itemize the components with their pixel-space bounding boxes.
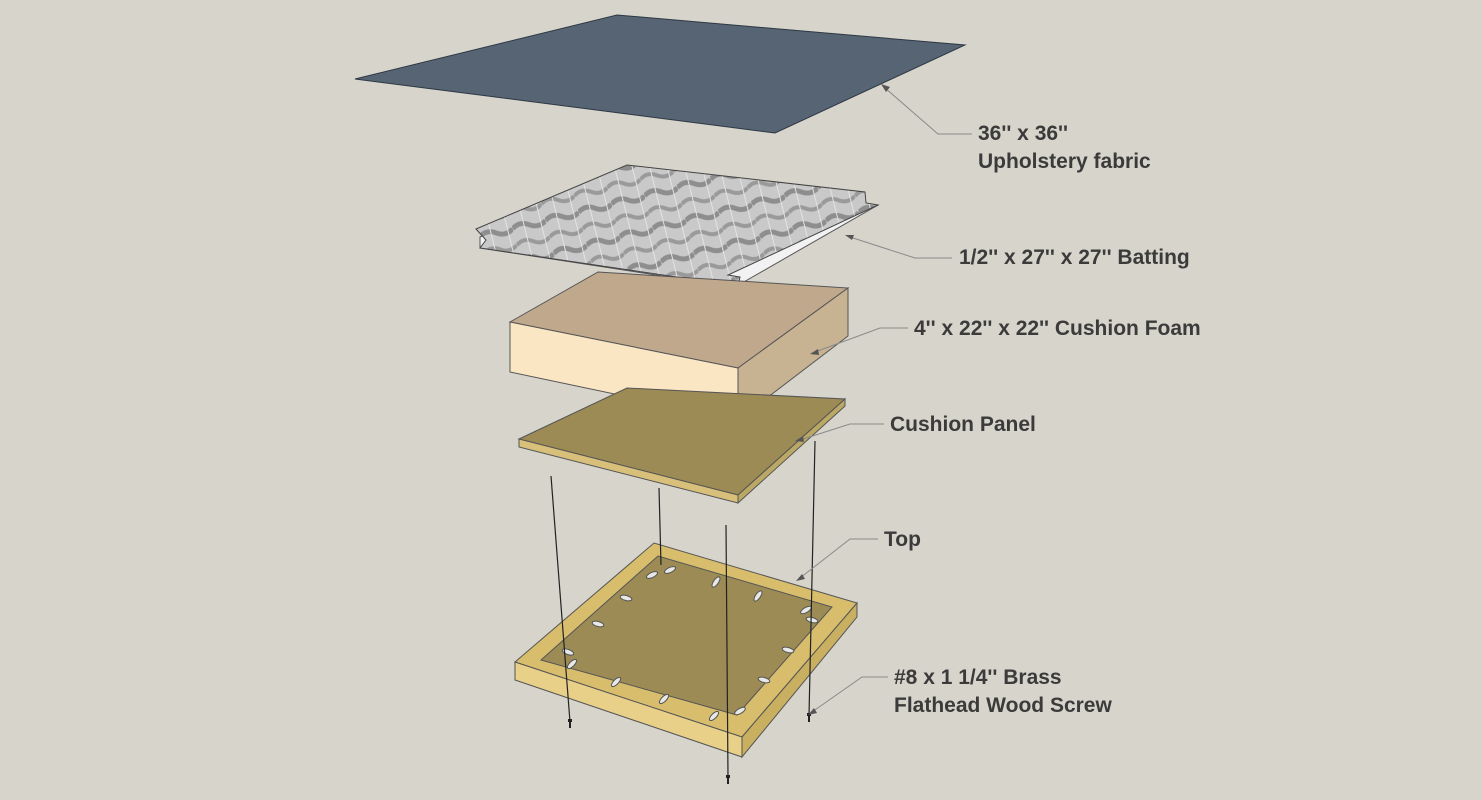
label-cushion-panel: Cushion Panel [890,413,1036,436]
leader-lines [795,84,972,715]
label-upholstery-fabric: 36'' x 36'' Upholstery fabric [978,120,1151,176]
screw-guide-lines [550,440,816,779]
batting-sheet [475,164,880,288]
cushion-panel [517,387,847,505]
upholstery-fabric [354,14,967,134]
label-batting: 1/2'' x 27'' x 27'' Batting [959,246,1190,269]
label-screw-type: Flathead Wood Screw [894,694,1112,717]
label-cushion-foam: 4'' x 22'' x 22'' Cushion Foam [914,317,1201,340]
label-screw-size: #8 x 1 1/4'' Brass [894,666,1062,689]
label-fabric-size: 36'' x 36'' [978,122,1069,145]
label-top: Top [884,528,921,551]
label-wood-screw: #8 x 1 1/4'' Brass Flathead Wood Screw [894,664,1112,720]
screw-left [568,719,572,728]
label-fabric-name: Upholstery fabric [978,150,1151,173]
screw-slots [561,566,819,722]
top-frame [514,542,858,759]
screw-front [726,775,730,784]
